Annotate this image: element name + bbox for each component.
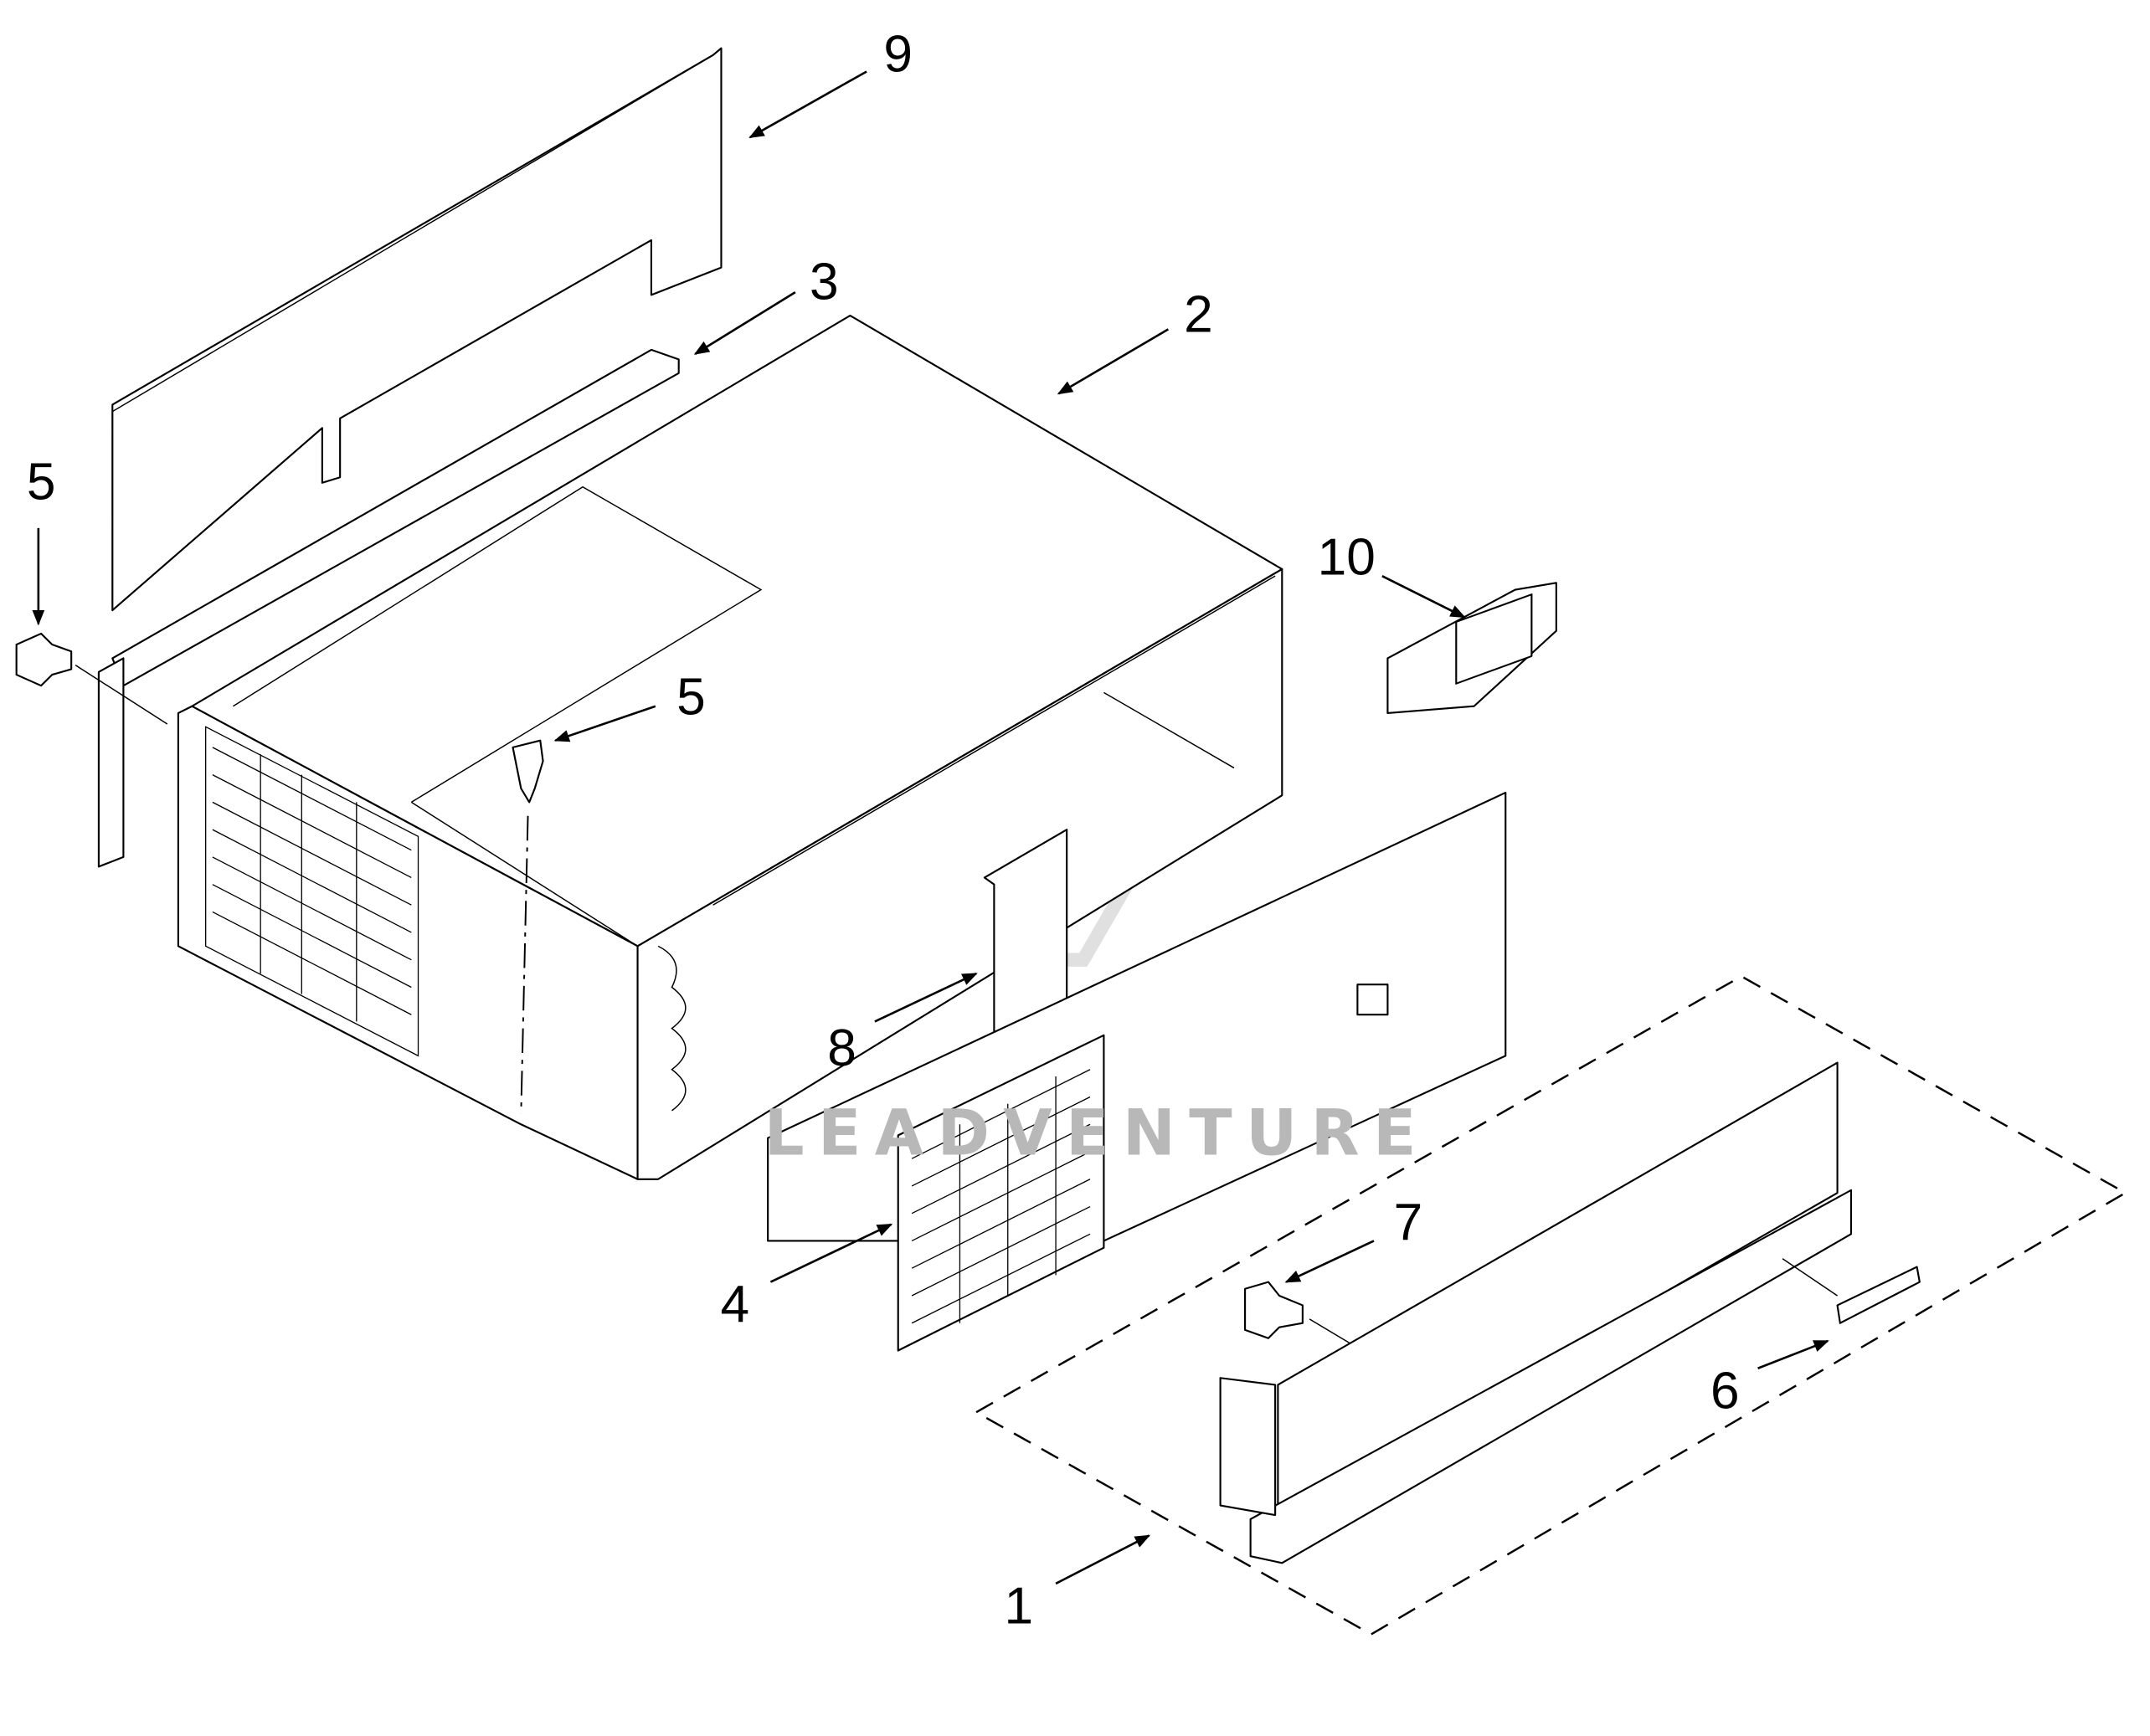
callout-5-middle: 5 xyxy=(676,669,706,727)
callout-8: 8 xyxy=(827,1020,856,1077)
callout-3: 3 xyxy=(810,253,839,311)
callout-9: 9 xyxy=(883,25,913,83)
callout-7: 7 xyxy=(1394,1194,1423,1251)
callout-arrows xyxy=(32,70,1829,1585)
part-10-bracket xyxy=(1386,582,1557,714)
callout-6: 6 xyxy=(1710,1362,1740,1420)
part-5-screw-middle xyxy=(512,739,544,1114)
part-3-rail xyxy=(97,348,680,868)
callout-10: 10 xyxy=(1318,529,1376,587)
watermark-text: LEADVENTURE xyxy=(764,1096,1430,1169)
part-5-screw-left xyxy=(15,632,168,725)
callout-4: 4 xyxy=(721,1276,750,1333)
part-9-back-panel xyxy=(111,47,723,612)
part-1-kit-outline xyxy=(974,974,2127,1636)
callout-1: 1 xyxy=(1005,1577,1034,1635)
part-1-toekick xyxy=(1219,1061,1853,1564)
callout-5-left: 5 xyxy=(27,453,56,511)
cabinet-side-grille xyxy=(205,726,419,1057)
part-7-screw xyxy=(1244,1281,1351,1344)
part-4-front-panel xyxy=(767,791,1507,1352)
callout-2: 2 xyxy=(1184,286,1213,344)
part-6-badge xyxy=(1782,1258,1921,1324)
